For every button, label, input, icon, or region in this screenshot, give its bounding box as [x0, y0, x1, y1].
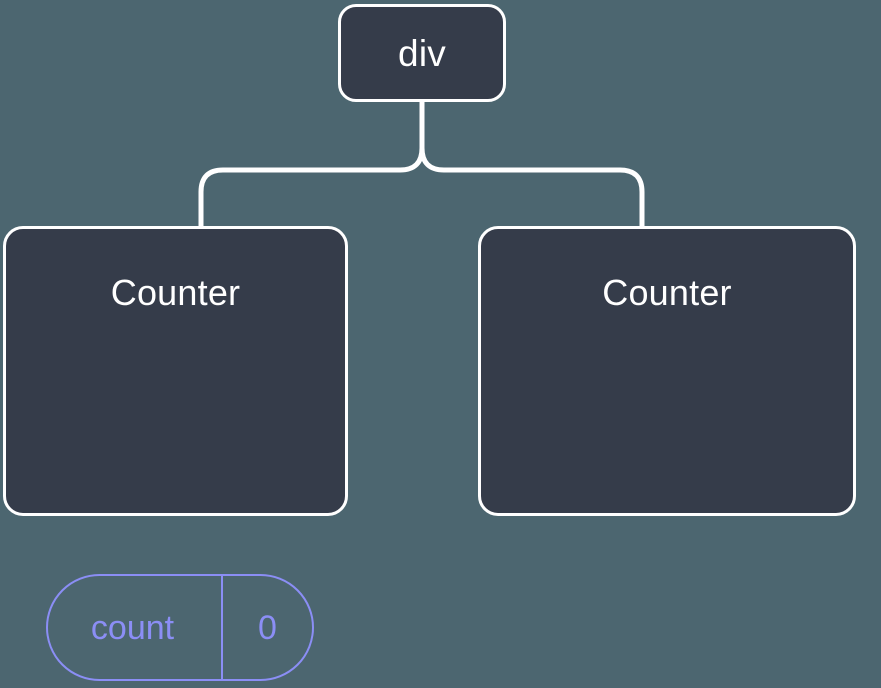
state-hook-name: count [90, 608, 175, 647]
component-tree-diagram: div Counter count 0 Counter count 1 [3, 4, 856, 681]
connector-left-branch [198, 99, 425, 229]
node-div-label: div [398, 32, 446, 74]
connector-right-branch [419, 99, 645, 229]
node-counter-left[interactable]: Counter count 0 [3, 226, 348, 681]
node-counter-left-title: Counter [110, 272, 241, 313]
node-counter-right-title: Counter [602, 272, 732, 313]
node-counter-right[interactable]: Counter count 1 [478, 226, 856, 516]
node-div[interactable]: div [338, 4, 506, 102]
state-hook-count-left[interactable]: count 0 [46, 574, 314, 681]
state-hook-value: 0 [221, 576, 312, 679]
